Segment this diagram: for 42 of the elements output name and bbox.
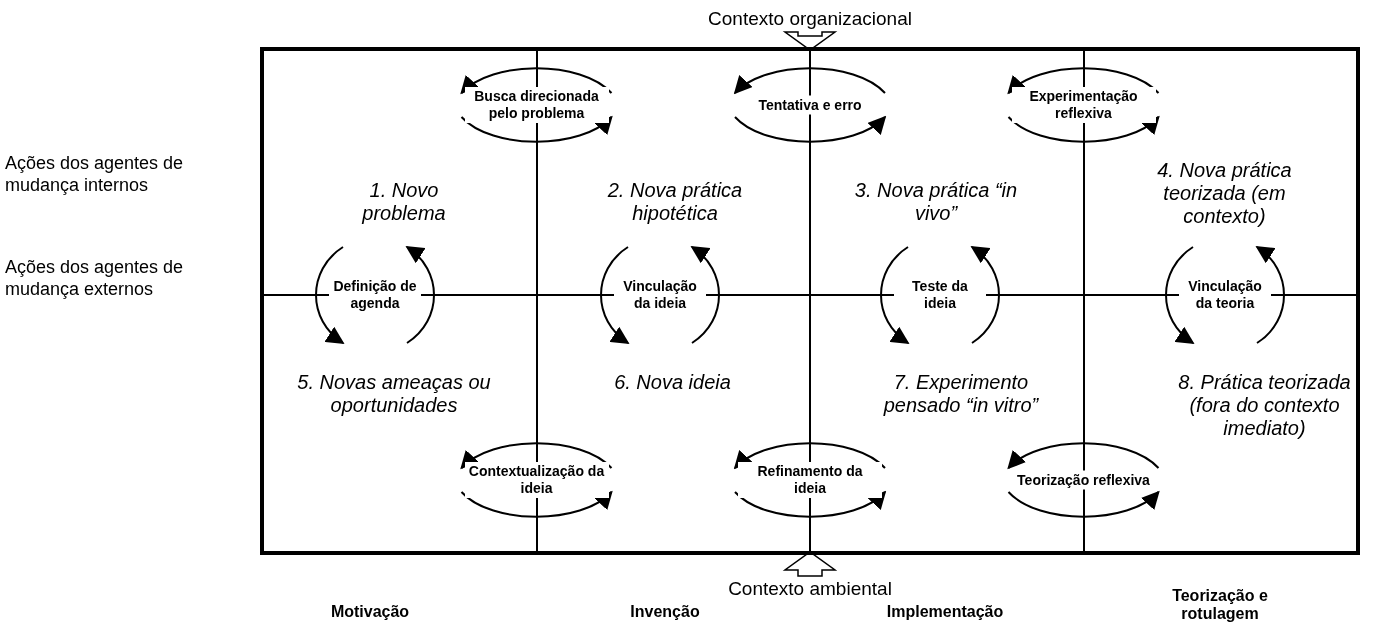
stage-text: 5. Novas ameaças ou oportunidades bbox=[296, 371, 492, 417]
curved-arrow bbox=[734, 115, 887, 143]
edge-label: Experimentação reflexiva bbox=[1011, 87, 1156, 123]
curved-arrow bbox=[734, 490, 887, 518]
curved-arrow bbox=[460, 115, 613, 143]
curved-arrow bbox=[460, 442, 613, 470]
edge-label: Definição de agenda bbox=[329, 277, 421, 313]
edge-label: Refinamento da ideia bbox=[738, 462, 882, 498]
curved-arrow bbox=[1255, 245, 1285, 344]
column-label: Invenção bbox=[629, 603, 701, 621]
curved-arrow bbox=[1165, 246, 1195, 345]
column-label: Teorização e rotulagem bbox=[1171, 587, 1269, 622]
curved-arrow bbox=[733, 442, 886, 470]
row-label: Ações dos agentes de mudança externos bbox=[5, 256, 185, 300]
stage-text: 4. Nova prática teorizada (em contexto) bbox=[1156, 159, 1293, 228]
curved-arrow bbox=[405, 245, 435, 344]
curved-arrow bbox=[1007, 490, 1160, 518]
curved-arrow bbox=[460, 67, 613, 95]
curved-arrow bbox=[1007, 67, 1160, 95]
context-text: Contexto ambiental bbox=[650, 578, 970, 602]
curved-arrow bbox=[1007, 115, 1160, 143]
stage-text: 2. Nova prática hipotética bbox=[606, 179, 744, 225]
curved-arrow bbox=[880, 246, 910, 345]
curved-arrow bbox=[970, 245, 1000, 344]
curved-arrow bbox=[460, 490, 613, 518]
column-label: Implementação bbox=[885, 603, 1005, 621]
column-label: Motivação bbox=[329, 603, 411, 621]
stage-text: 3. Nova prática “in vivo” bbox=[853, 179, 1019, 225]
row-label: Ações dos agentes de mudança internos bbox=[5, 152, 185, 196]
curved-arrow bbox=[690, 245, 720, 344]
curved-arrow bbox=[600, 246, 630, 345]
edge-label: Contextualização da ideia bbox=[464, 462, 609, 498]
edge-label: Busca direcionada pelo problema bbox=[464, 87, 609, 123]
stage-text: 7. Experimento pensado “in vitro” bbox=[882, 371, 1040, 417]
context-text: Contexto organizacional bbox=[640, 8, 980, 34]
curved-arrow bbox=[315, 246, 345, 345]
curved-arrow bbox=[1007, 442, 1160, 470]
stage-text: 6. Nova ideia bbox=[613, 371, 732, 394]
matrix-frame bbox=[260, 47, 1360, 555]
stage-text: 1. Novo problema bbox=[361, 179, 447, 225]
curved-arrow bbox=[733, 67, 886, 95]
stage-text: 8. Prática teorizada (fora do contexto imediato) bbox=[1177, 371, 1352, 440]
